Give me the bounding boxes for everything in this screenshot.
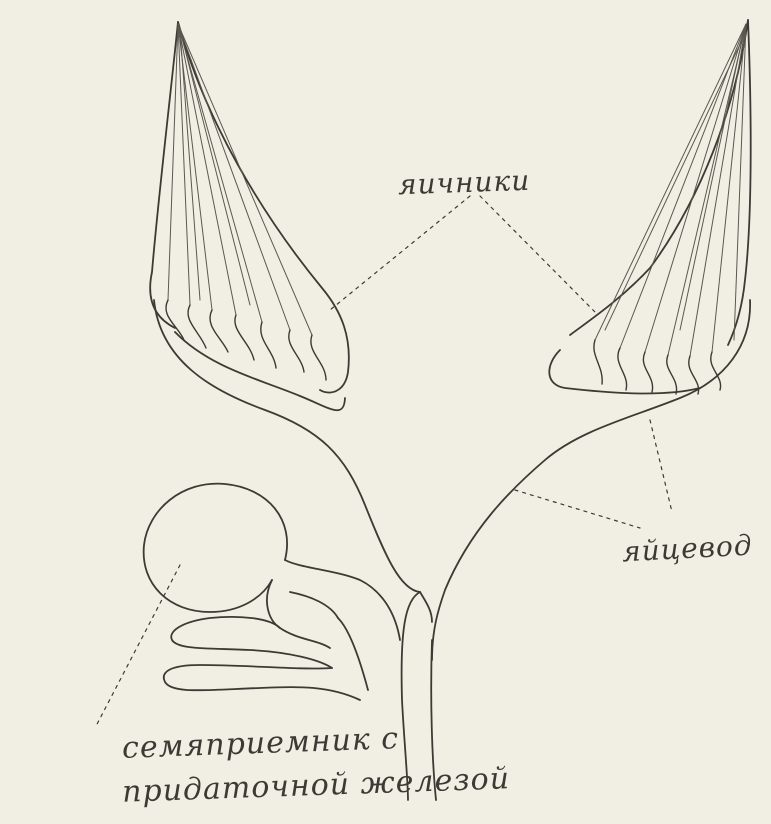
leader-receptacle bbox=[95, 565, 180, 728]
leader-ovaries-left bbox=[330, 196, 470, 310]
leader-oviduct-right bbox=[650, 420, 672, 512]
right-ovary bbox=[570, 20, 751, 394]
leader-oviduct-left bbox=[515, 490, 640, 528]
label-oviduct: яйцевод bbox=[621, 529, 753, 569]
label-ovaries: яичники bbox=[397, 164, 530, 202]
right-oviduct bbox=[420, 300, 750, 660]
leader-lines bbox=[95, 196, 672, 728]
leader-ovaries-right bbox=[480, 196, 595, 312]
seminal-receptacle bbox=[144, 484, 400, 700]
